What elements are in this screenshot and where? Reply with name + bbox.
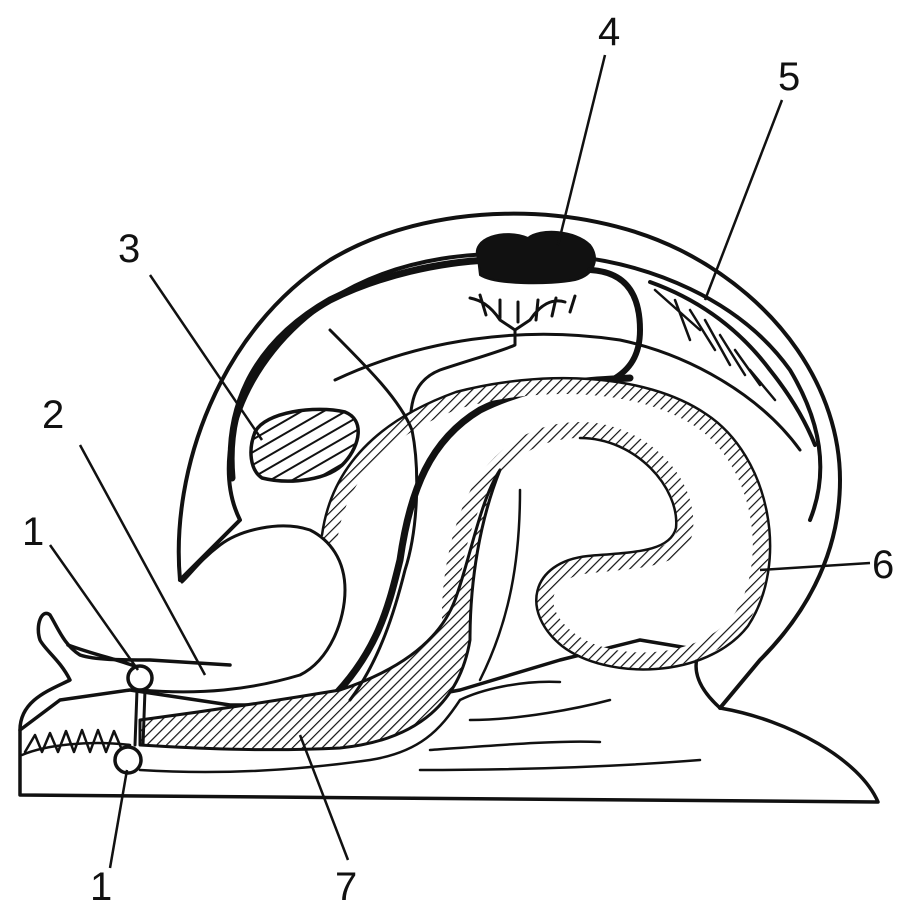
lung — [251, 409, 358, 481]
label-nerve-cord: 2 — [42, 393, 64, 437]
intestine — [330, 386, 761, 660]
ganglion-top — [128, 666, 152, 690]
label-lung: 3 — [118, 227, 140, 271]
nerve-cord — [140, 526, 345, 692]
label-stomach: 7 — [335, 865, 357, 909]
label-heart: 4 — [598, 10, 620, 54]
heart — [477, 232, 595, 283]
label-intestine: 6 — [872, 543, 894, 587]
mantle-vessels — [655, 290, 775, 400]
label-ganglion-bottom: 1 — [90, 865, 112, 909]
ganglion-bottom — [115, 747, 141, 773]
label-ganglion-top: 1 — [22, 510, 44, 554]
label-vessels: 5 — [778, 55, 800, 99]
